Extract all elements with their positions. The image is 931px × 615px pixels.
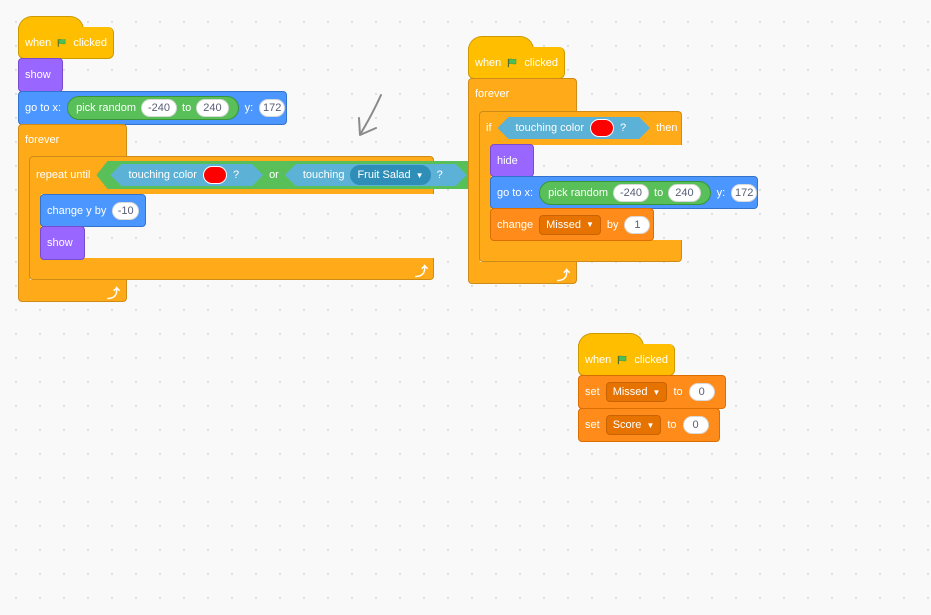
sprite-dropdown[interactable]: Fruit Salad ▼ (350, 165, 430, 185)
touching-label: touching (302, 169, 345, 181)
go-to-xy-block-middle[interactable]: go to x: pick random -240 to 240 y: 172 (490, 176, 758, 209)
show-label: show (47, 237, 73, 249)
pick-random-reporter[interactable]: pick random -240 to 240 (539, 180, 711, 205)
show-block-2[interactable]: show (40, 226, 85, 260)
go-to-x-label: go to x: (497, 186, 534, 199)
pick-random-reporter[interactable]: pick random -240 to 240 (67, 96, 239, 120)
touching-color-reporter-left[interactable]: touching color ? (110, 164, 263, 186)
y-input[interactable]: 172 (259, 99, 286, 117)
forever-block-left[interactable] (18, 124, 127, 158)
question-mark: ? (620, 122, 627, 134)
dropdown-caret-icon: ▼ (415, 170, 424, 180)
set-score-block[interactable]: set Score ▼ to 0 (578, 408, 720, 442)
pick-random-label: pick random (76, 102, 136, 114)
to-label: to (654, 186, 664, 199)
color-swatch-input[interactable] (203, 166, 227, 184)
loop-arrow-icon: ⤴ (107, 286, 121, 301)
green-flag-icon (508, 58, 517, 67)
hide-block[interactable]: hide (490, 144, 534, 177)
y-input[interactable]: 172 (731, 183, 758, 202)
or-operator[interactable]: touching color ? or touching Fruit Salad… (96, 161, 486, 189)
forever-label-left: forever (25, 134, 60, 146)
set-label: set (585, 386, 600, 398)
green-flag-icon (618, 355, 627, 364)
to-label: to (182, 102, 192, 114)
dropdown-caret-icon: ▼ (646, 420, 655, 430)
show-block-1[interactable]: show (18, 58, 63, 92)
forever-bottom-left (18, 280, 127, 302)
dropdown-caret-icon: ▼ (652, 387, 661, 397)
when-label: when (25, 36, 52, 49)
variable-dropdown-value: Missed (612, 386, 648, 398)
forever-arm-middle (468, 110, 480, 266)
set-value-input[interactable]: 0 (688, 383, 715, 401)
random-from-input[interactable]: -240 (141, 99, 178, 117)
dropdown-caret-icon: ▼ (585, 220, 594, 229)
y-label: y: (244, 102, 254, 114)
sprite-dropdown-value: Fruit Salad (357, 169, 411, 181)
clicked-label: clicked (634, 353, 668, 366)
when-label: when (585, 353, 612, 366)
clicked-label: clicked (524, 56, 558, 69)
when-flag-clicked-block-left[interactable]: when clicked (18, 27, 114, 59)
variable-dropdown-value: Score (612, 419, 642, 431)
set-value-input[interactable]: 0 (682, 416, 709, 434)
when-label: when (475, 56, 502, 69)
if-bottom (479, 240, 682, 262)
change-y-by-block[interactable]: change y by -10 (40, 194, 146, 227)
touching-color-label: touching color (515, 122, 584, 134)
variable-dropdown[interactable]: Missed ▼ (539, 214, 601, 235)
random-to-input[interactable]: 240 (668, 183, 701, 202)
if-label: if (486, 122, 492, 134)
question-mark: ? (436, 169, 443, 181)
green-flag-icon (58, 38, 66, 47)
variable-dropdown[interactable]: Score ▼ (605, 415, 662, 435)
repeat-until-label: repeat until (36, 169, 91, 181)
variable-dropdown-value: Missed (546, 218, 581, 231)
to-label: to (673, 386, 683, 398)
forever-bottom-middle (468, 262, 577, 284)
to-label: to (667, 419, 677, 431)
when-flag-clicked-block-middle[interactable]: when clicked (468, 47, 565, 79)
touching-color-reporter-middle[interactable]: touching color ? (498, 117, 651, 139)
y-label: y: (716, 186, 726, 199)
touching-color-label: touching color (128, 169, 197, 181)
change-y-input[interactable]: -10 (112, 201, 139, 220)
touching-sprite-reporter[interactable]: touching Fruit Salad ▼ ? (285, 164, 467, 186)
repeat-until-header: repeat until touching color ? or touchin… (30, 158, 493, 192)
loop-arrow-icon: ⤴ (557, 268, 571, 283)
set-missed-block[interactable]: set Missed ▼ to 0 (578, 375, 726, 409)
question-mark: ? (232, 169, 240, 181)
pick-random-label: pick random (548, 186, 608, 199)
forever-label-middle: forever (475, 88, 510, 100)
pointer-arrow-icon (358, 94, 382, 136)
change-by-input[interactable]: 1 (624, 215, 651, 234)
show-label: show (25, 69, 51, 81)
then-label: then (656, 122, 678, 134)
loop-arrow-icon: ⤴ (415, 264, 429, 279)
repeat-until-arm (29, 192, 41, 260)
random-to-input[interactable]: 240 (196, 99, 229, 117)
change-variable-block[interactable]: change Missed ▼ by 1 (490, 208, 654, 241)
variable-dropdown[interactable]: Missed ▼ (605, 382, 668, 402)
by-label: by (606, 218, 619, 231)
or-label: or (269, 169, 279, 181)
forever-block-middle[interactable] (468, 78, 577, 112)
color-swatch-input[interactable] (590, 119, 614, 137)
hide-label: hide (497, 154, 518, 167)
if-then-header: if touching color ? then (480, 113, 684, 143)
set-label: set (585, 419, 600, 431)
repeat-until-bottom (29, 258, 434, 280)
when-flag-clicked-block-right[interactable]: when clicked (578, 344, 675, 376)
if-arm (479, 143, 491, 243)
change-label: change (497, 218, 534, 231)
random-from-input[interactable]: -240 (613, 183, 650, 202)
go-to-x-label: go to x: (25, 102, 62, 114)
forever-arm-left (18, 156, 30, 282)
clicked-label: clicked (73, 36, 107, 49)
change-y-label: change y by (47, 204, 107, 217)
go-to-xy-block-left[interactable]: go to x: pick random -240 to 240 y: 172 (18, 91, 287, 125)
